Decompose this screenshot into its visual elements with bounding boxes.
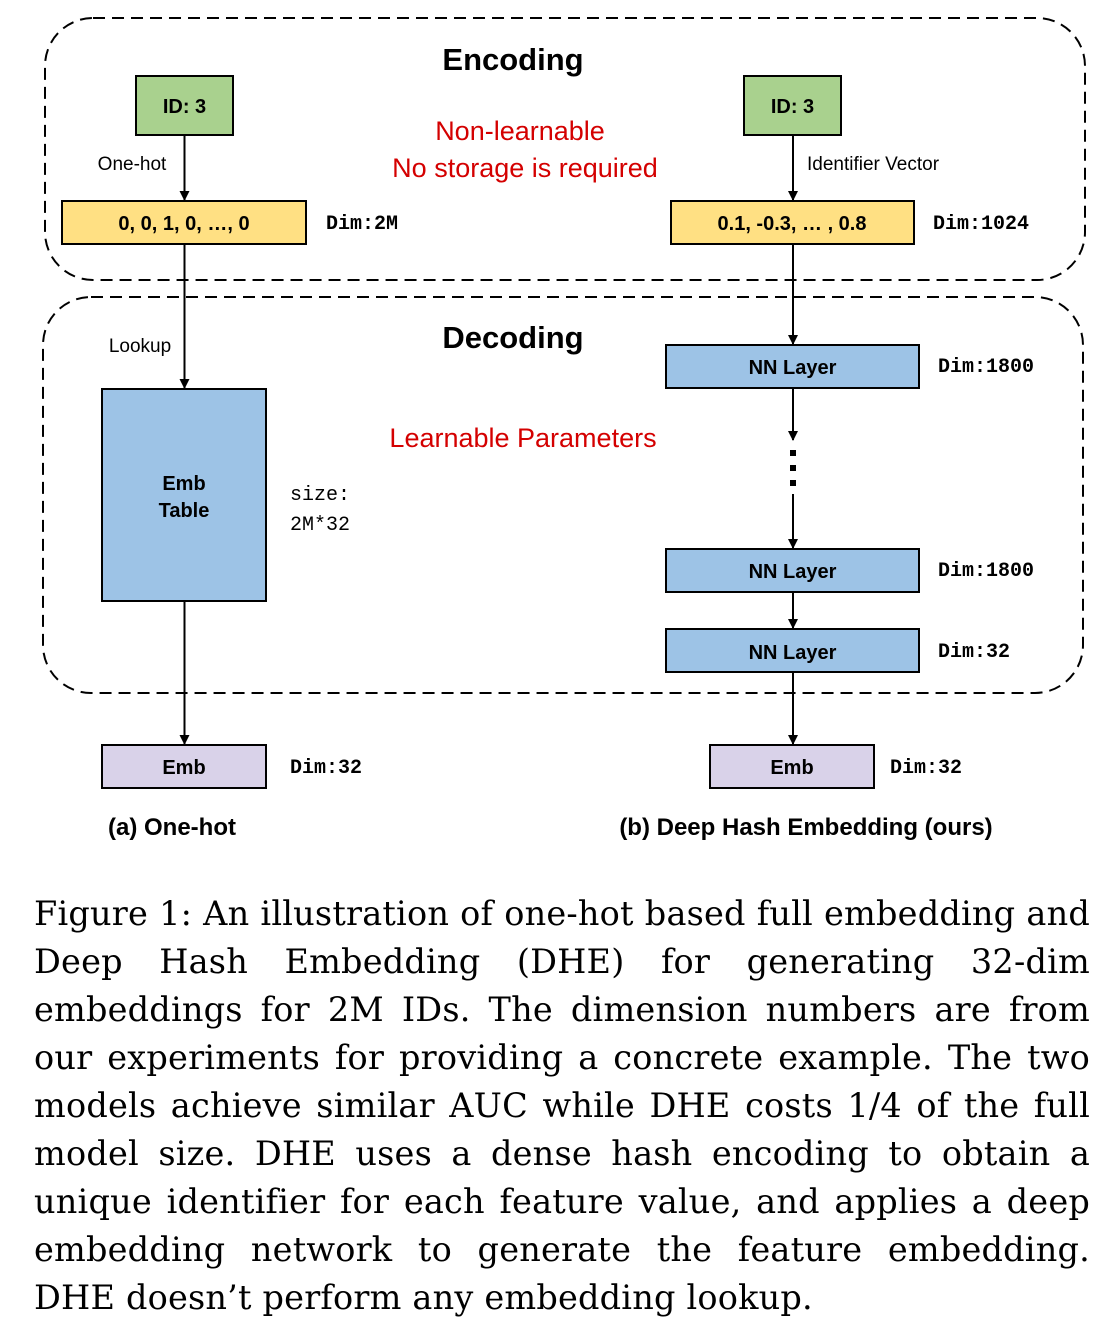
dhe-diagram: Encoding Decoding Non-learnable No stora… (42, 17, 1086, 841)
table-size-line2: 2M*32 (290, 514, 350, 537)
nn-layer-1-box (665, 344, 920, 389)
nn-layer-3-box (665, 628, 920, 673)
left-vector-label: 0, 0, 1, 0, …, 0 (118, 213, 249, 235)
table-size-line1: size: (290, 484, 350, 507)
nn-layer-2-label: NN Layer (749, 561, 837, 583)
right-emb-label: Emb (770, 757, 813, 779)
right-id-label: ID: 3 (771, 96, 814, 118)
nn-layer-1-dim: Dim:1800 (938, 356, 1034, 379)
right-identifier-label: Identifier Vector (807, 154, 940, 175)
left-emb-label: Emb (162, 757, 205, 779)
nn-layer-2-dim: Dim:1800 (938, 560, 1034, 583)
encoding-title: Encoding (442, 42, 583, 77)
right-subcaption: (b) Deep Hash Embedding (ours) (619, 814, 992, 841)
right-vector-label: 0.1, -0.3, … , 0.8 (718, 213, 867, 235)
right-emb-dim: Dim:32 (890, 757, 962, 780)
left-onehot-label: One-hot (98, 154, 167, 175)
right-vector-dim: Dim:1024 (933, 213, 1029, 236)
decoding-title: Decoding (442, 320, 583, 355)
emb-table-box (101, 388, 267, 602)
left-vector-dim: Dim:2M (326, 213, 398, 236)
left-subcaption: (a) One-hot (108, 814, 236, 841)
left-emb-box (101, 744, 267, 789)
emb-table-line1: Emb (162, 473, 205, 495)
encoding-region (44, 17, 1086, 281)
left-id-label: ID: 3 (163, 96, 206, 118)
non-learnable-note: Non-learnable (435, 116, 605, 146)
left-emb-dim: Dim:32 (290, 757, 362, 780)
no-storage-note: No storage is required (392, 153, 658, 183)
figure-caption: Figure 1: An illustration of one-hot bas… (34, 894, 1090, 1317)
right-vector-box (670, 200, 915, 245)
learnable-note: Learnable Parameters (389, 423, 656, 453)
emb-table-line2: Table (159, 500, 210, 522)
ellipsis-dots (790, 450, 796, 486)
decoding-region (42, 296, 1084, 694)
left-id-box (135, 75, 234, 136)
nn-layer-3-dim: Dim:32 (938, 641, 1010, 664)
left-lookup-label: Lookup (109, 336, 171, 357)
right-emb-box (709, 744, 875, 789)
nn-layer-3-label: NN Layer (749, 642, 837, 664)
nn-layer-1-label: NN Layer (749, 357, 837, 379)
